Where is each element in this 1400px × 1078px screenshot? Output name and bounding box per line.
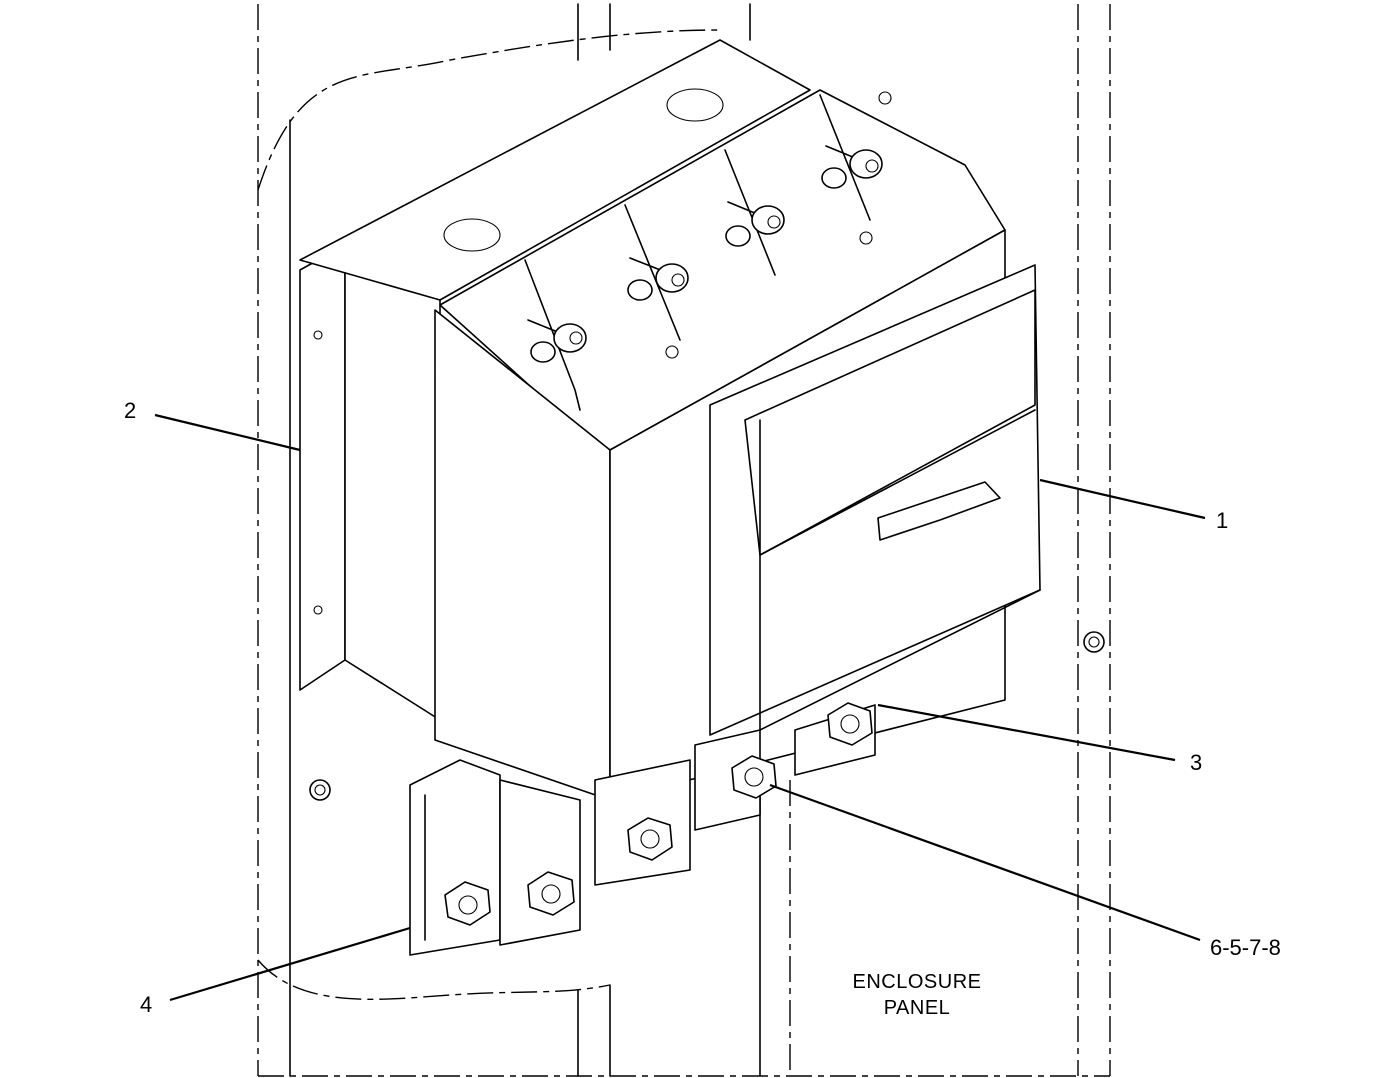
hex-bolt [827,702,873,746]
terminal-screw [725,201,785,247]
callout-2: 2 [124,398,136,423]
callout-3: 3 [1190,750,1202,775]
hex-bolt [627,817,673,861]
terminal-screw [821,145,883,189]
mounting-plate [299,39,892,721]
panel-label-line2: PANEL [884,997,951,1019]
leader-line-1 [1039,478,1206,520]
callout-1: 1 [1216,508,1228,533]
leader-line-2 [154,413,301,452]
hex-bolt [444,881,491,926]
mounting-rail [289,3,761,1077]
enclosure-panel-outline [257,4,1111,1077]
callout-6-5-7-8: 6-5-7-8 [1210,935,1281,960]
leader-line-3 [877,703,1176,762]
panel-bolt [309,779,331,801]
terminal-screw [527,319,587,363]
panel-bolt [1083,631,1105,653]
leader-lines [154,413,1206,1002]
callout-4: 4 [140,992,152,1017]
panel-label-line1: ENCLOSURE [853,971,982,993]
hex-bolt [527,871,575,916]
contactor-cover [709,264,1041,736]
leader-line-4 [169,926,411,1002]
terminal-screw [627,257,689,301]
leader-line-5 [769,783,1201,942]
